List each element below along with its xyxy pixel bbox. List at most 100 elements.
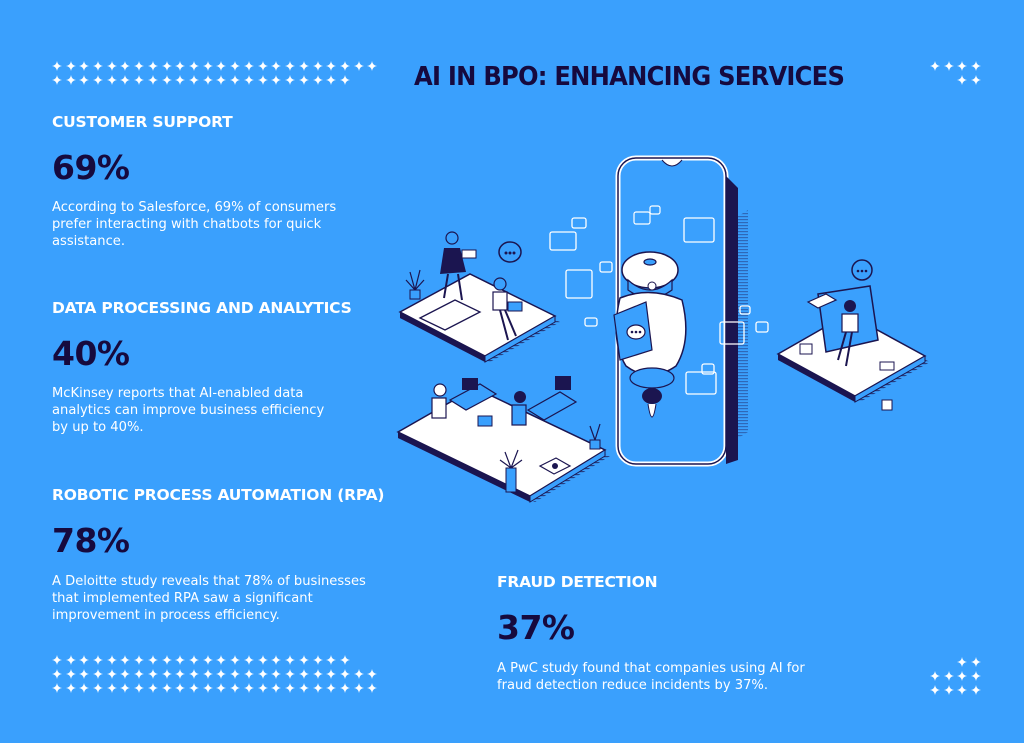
sparkle-icon: [64, 654, 78, 665]
sparkle-icon: [64, 668, 78, 679]
section-body-fraud-detection: A PwC study found that companies using A…: [497, 661, 805, 693]
sparkle-icon: [297, 74, 311, 85]
sparkle-icon: [215, 668, 229, 679]
sparkle-icon: [242, 654, 256, 665]
sparkle-icon: [91, 682, 105, 693]
sparkles-top-left: [50, 60, 379, 85]
sparkle-row: [50, 668, 379, 679]
sparkle-icon: [969, 670, 983, 681]
sparkle-row: [50, 74, 379, 85]
sparkle-icon: [256, 654, 270, 665]
sparkle-icon: [64, 682, 78, 693]
sparkle-icon: [324, 74, 338, 85]
sparkle-icon: [228, 654, 242, 665]
sparkle-icon: [228, 668, 242, 679]
sparkle-icon: [366, 682, 380, 693]
sparkle-icon: [338, 668, 352, 679]
section-body-customer-support: According to Salesforce, 69% of consumer…: [52, 200, 337, 249]
left-lower-platform-icon: [396, 376, 610, 503]
sparkle-icon: [50, 668, 64, 679]
sparkle-icon: [283, 668, 297, 679]
right-platform-icon: [776, 259, 930, 411]
sparkle-icon: [146, 668, 160, 679]
sparkle-row: [50, 682, 379, 693]
sparkle-icon: [352, 668, 366, 679]
sparkle-icon: [324, 682, 338, 693]
sparkle-icon: [173, 74, 187, 85]
sparkle-icon: [311, 74, 325, 85]
stat-customer-support: 69%: [52, 148, 130, 187]
sparkle-icon: [256, 74, 270, 85]
sparkle-icon: [311, 654, 325, 665]
sparkle-icon: [77, 682, 91, 693]
sparkle-icon: [50, 60, 64, 71]
sparkle-icon: [187, 654, 201, 665]
stat-data-processing: 40%: [52, 334, 130, 373]
sparkle-row: [928, 60, 983, 71]
sparkle-icon: [160, 74, 174, 85]
sparkle-icon: [324, 654, 338, 665]
sparkle-icon: [955, 670, 969, 681]
sparkle-icon: [132, 668, 146, 679]
sparkle-icon: [160, 682, 174, 693]
sparkle-icon: [105, 682, 119, 693]
sparkle-icon: [338, 654, 352, 665]
section-body-rpa: A Deloitte study reveals that 78% of bus…: [52, 574, 366, 623]
sparkle-icon: [270, 74, 284, 85]
isometric-chatbot-illustration: [396, 155, 930, 503]
sparkle-icon: [91, 60, 105, 71]
sparkle-icon: [119, 668, 133, 679]
section-heading-rpa: ROBOTIC PROCESS AUTOMATION (RPA): [52, 486, 385, 504]
sparkle-icon: [228, 60, 242, 71]
sparkle-icon: [201, 74, 215, 85]
floating-chat-bubbles: [549, 217, 769, 375]
sparkle-icon: [50, 654, 64, 665]
sparkle-icon: [283, 74, 297, 85]
sparkle-icon: [352, 682, 366, 693]
sparkle-icon: [187, 668, 201, 679]
sparkle-icon: [132, 682, 146, 693]
sparkle-icon: [105, 668, 119, 679]
sparkle-icon: [187, 60, 201, 71]
sparkle-icon: [338, 682, 352, 693]
sparkle-icon: [242, 668, 256, 679]
sparkle-icon: [105, 60, 119, 71]
sparkle-icon: [64, 74, 78, 85]
sparkle-icon: [270, 60, 284, 71]
sparkle-icon: [105, 74, 119, 85]
sparkle-row: [928, 74, 983, 85]
sparkle-icon: [928, 684, 942, 695]
sparkle-icon: [283, 682, 297, 693]
sparkle-icon: [969, 656, 983, 667]
sparkle-icon: [187, 682, 201, 693]
sparkle-icon: [942, 684, 956, 695]
sparkle-icon: [160, 654, 174, 665]
sparkle-icon: [119, 60, 133, 71]
sparkle-icon: [256, 682, 270, 693]
sparkle-icon: [132, 60, 146, 71]
sparkle-icon: [201, 668, 215, 679]
sparkle-icon: [297, 668, 311, 679]
sparkle-icon: [201, 682, 215, 693]
sparkle-icon: [311, 668, 325, 679]
sparkle-icon: [969, 74, 983, 85]
section-heading-fraud-detection: FRAUD DETECTION: [497, 573, 658, 591]
sparkle-icon: [105, 654, 119, 665]
sparkle-icon: [215, 654, 229, 665]
sparkle-icon: [242, 74, 256, 85]
sparkle-icon: [311, 682, 325, 693]
sparkle-icon: [201, 60, 215, 71]
sparkle-icon: [146, 682, 160, 693]
sparkle-icon: [242, 682, 256, 693]
sparkle-icon: [215, 60, 229, 71]
sparkle-icon: [270, 682, 284, 693]
sparkle-icon: [256, 668, 270, 679]
sparkle-icon: [311, 60, 325, 71]
sparkle-icon: [132, 654, 146, 665]
sparkle-icon: [297, 682, 311, 693]
chatbot-robot-icon: [613, 251, 687, 418]
sparkle-icon: [242, 60, 256, 71]
sparkle-icon: [228, 682, 242, 693]
left-upper-platform-icon: [398, 231, 560, 363]
sparkle-icon: [283, 654, 297, 665]
